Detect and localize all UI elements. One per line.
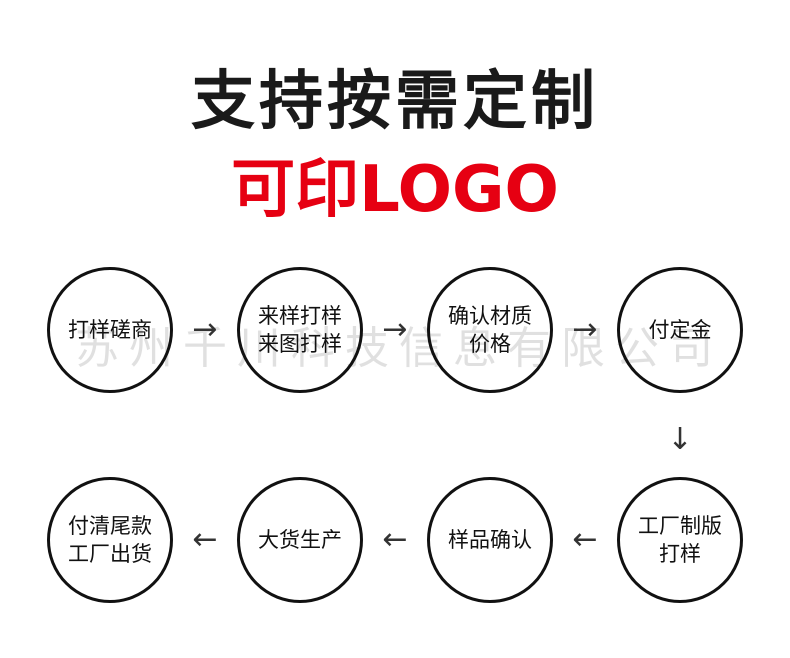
step-8: 付清尾款工厂出货 [47, 477, 173, 603]
step-7: 大货生产 [237, 477, 363, 603]
step-label: 打样 [659, 542, 701, 566]
step-6: 样品确认 [427, 477, 553, 603]
step-label: 大货生产 [258, 528, 342, 552]
arrow-right-icon: → [382, 312, 408, 347]
step-label: 确认材质 [448, 304, 532, 328]
subtitle: 可印LOGO [231, 153, 559, 227]
step-label: 付定金 [648, 318, 712, 342]
step-label: 工厂制版 [638, 514, 722, 538]
step-3: 确认材质价格 [427, 267, 553, 393]
step-label: 付清尾款 [68, 514, 152, 538]
step-label: 工厂出货 [68, 542, 152, 566]
page-title: 支持按需定制 [191, 65, 599, 139]
step-label: 来样打样 [258, 304, 342, 328]
step-1: 打样磋商 [47, 267, 173, 393]
step-4: 付定金 [617, 267, 743, 393]
step-2: 来样打样来图打样 [237, 267, 363, 393]
arrow-right-icon: → [192, 312, 218, 347]
step-label: 价格 [469, 332, 511, 356]
arrow-left-icon: ← [192, 522, 218, 557]
step-label: 打样磋商 [68, 318, 152, 342]
arrow-left-icon: ← [382, 522, 408, 557]
step-5: 工厂制版打样 [617, 477, 743, 603]
arrow-down-icon: ↓ [667, 422, 693, 457]
arrow-left-icon: ← [572, 522, 598, 557]
watermark: 苏州千川科技信息有限公司 [75, 323, 723, 374]
step-label: 来图打样 [258, 332, 342, 356]
arrow-right-icon: → [572, 312, 598, 347]
step-label: 样品确认 [448, 528, 532, 552]
